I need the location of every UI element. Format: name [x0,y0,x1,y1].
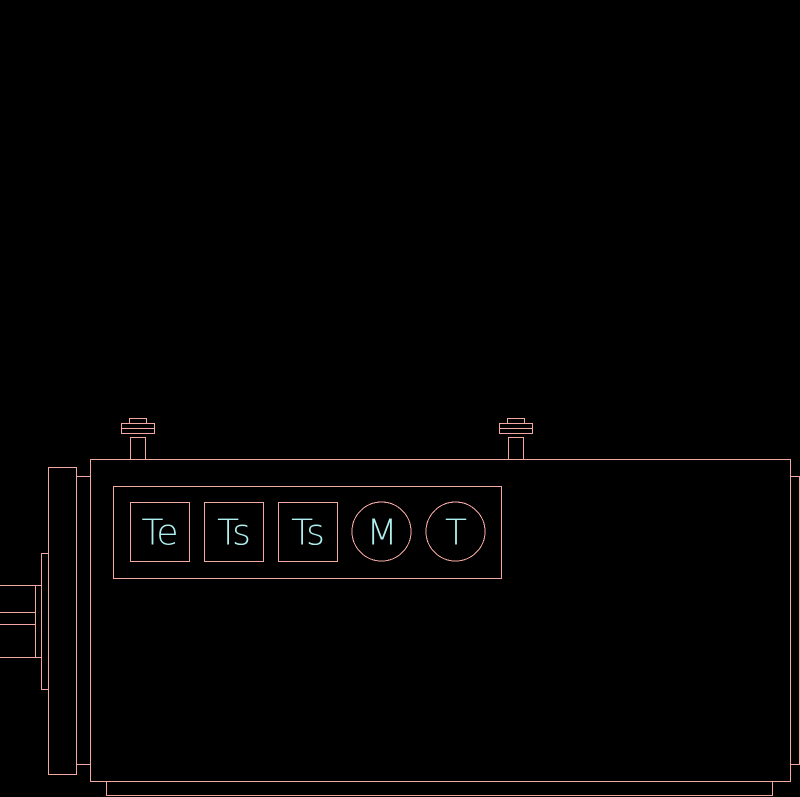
boiler-body [90,459,791,782]
instrument-group: Te Ts Ts M T [130,501,486,562]
rear-end-cap [790,476,800,765]
instrument-label: M [366,513,396,554]
boiler-base [106,781,773,796]
instrument-label: T [445,513,467,554]
top-nozzle-left [121,418,155,460]
boiler-outline [0,418,800,796]
burner-pipe [0,585,36,658]
burner-hub [35,585,42,658]
instrument-label: Ts [217,513,250,554]
front-flange [48,467,77,775]
instrument-box-te-0 [130,502,190,562]
instrument-panel [113,486,502,579]
burner-plate [41,553,49,690]
instrument-circle-m [351,501,412,562]
instrument-box-ts-2 [278,502,338,562]
instrument-label: Ts [291,513,324,554]
instrument-label: Te [141,513,177,554]
top-nozzle-right [499,418,533,460]
instrument-box-ts-1 [204,502,264,562]
instrument-circle-t [425,501,486,562]
front-collar [76,476,91,765]
